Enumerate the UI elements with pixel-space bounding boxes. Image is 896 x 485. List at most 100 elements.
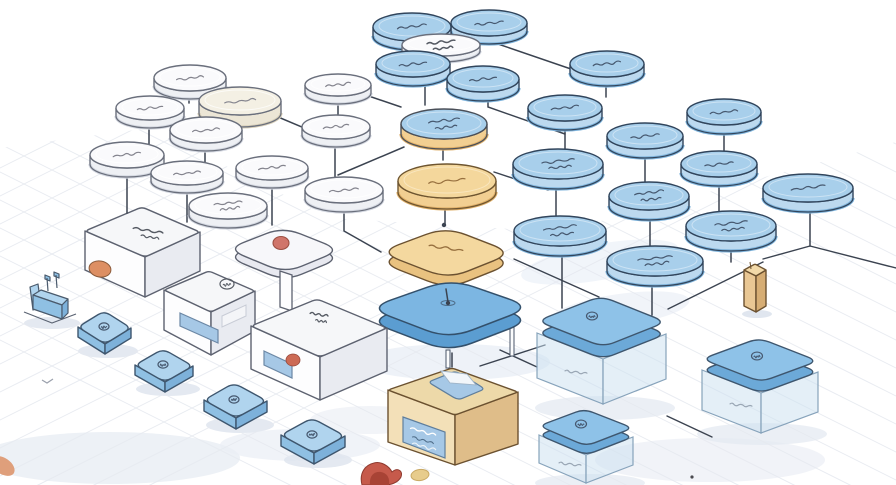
machine-part	[23, 311, 77, 324]
paper-sheet	[440, 370, 478, 386]
label-scribble	[714, 220, 748, 226]
label-scribble	[222, 283, 232, 287]
label-scribble	[100, 325, 108, 330]
connector-line	[762, 245, 811, 260]
disc-white-9	[303, 73, 373, 106]
disc-highlight	[519, 218, 601, 242]
disc-highlight	[518, 151, 598, 175]
disc-highlight	[204, 89, 276, 111]
disc-highlight	[310, 76, 366, 92]
disc-highlight	[768, 176, 848, 198]
white-box-3	[250, 299, 388, 401]
disc-top	[680, 150, 758, 178]
floor-speck	[690, 475, 694, 479]
disc-highlight	[614, 184, 684, 206]
label-scribble	[176, 75, 205, 81]
box-face-right	[755, 269, 767, 313]
label-scribble	[549, 231, 575, 237]
side-slot	[221, 304, 247, 328]
disc-rim-outline	[150, 180, 224, 194]
halfdome-accent	[88, 260, 112, 278]
disc-highlight	[456, 12, 522, 32]
disc-rim-outline	[169, 137, 243, 152]
disc-rim-outline	[569, 72, 645, 87]
disc-white-7	[234, 155, 310, 190]
blue-table	[378, 282, 522, 369]
label-scribble	[709, 109, 739, 115]
cube-1	[77, 312, 132, 355]
disc-blue-8	[605, 122, 685, 160]
box-face-left	[743, 269, 757, 313]
front-screen	[402, 416, 446, 459]
disc-top	[235, 155, 309, 181]
label-scribble	[219, 205, 241, 211]
connector-junction-dot	[445, 300, 451, 306]
label-scribble	[328, 187, 359, 193]
disc-highlight	[307, 117, 365, 135]
disc-top	[527, 94, 603, 122]
disc-top	[450, 9, 528, 37]
disc-blueorange	[399, 108, 489, 151]
disc-highlight	[692, 101, 756, 121]
disc-top	[397, 163, 497, 199]
machine-antenna	[55, 274, 58, 289]
disc-highlight	[612, 125, 678, 145]
label-scribble	[258, 164, 286, 171]
disc-highlight	[378, 15, 446, 37]
lid-top	[542, 409, 630, 445]
disc-rim-outline	[686, 120, 762, 135]
disc-top	[188, 192, 268, 220]
label-scribble	[309, 311, 329, 317]
lid-top	[542, 297, 661, 346]
cube-4	[280, 419, 346, 465]
label-scribble	[474, 20, 504, 26]
connector-line	[513, 258, 600, 298]
small-machine	[23, 271, 77, 324]
tan-stick	[743, 261, 767, 313]
floor-shade-patch	[742, 310, 772, 318]
disc-highlight	[95, 144, 159, 164]
disc-top	[115, 95, 185, 121]
label-scribble	[542, 224, 577, 231]
disc-rim-outline	[235, 175, 309, 189]
icon-scribble	[574, 419, 588, 429]
disc-top	[304, 176, 384, 204]
disc-blue-3	[374, 50, 452, 88]
label-scribble	[469, 76, 497, 82]
disc-white-10	[300, 114, 372, 149]
floor-shade-patch	[595, 438, 825, 482]
disc-highlight	[156, 163, 218, 181]
floor-shade-patch	[697, 423, 827, 445]
disc-rim-outline	[301, 134, 371, 148]
disc-top	[608, 181, 690, 211]
label-scribble	[550, 104, 580, 111]
label-scribble	[428, 244, 464, 252]
label-scribble	[140, 234, 160, 240]
cube-2	[134, 350, 194, 393]
cube-3	[203, 384, 268, 430]
disc-highlight	[175, 119, 237, 139]
disc-highlight	[241, 158, 303, 176]
glass-box-3	[701, 339, 819, 434]
grid-line	[0, 128, 361, 485]
label-scribble	[159, 363, 167, 367]
label-scribble	[411, 442, 437, 451]
disc-rim-outline	[762, 197, 854, 213]
disc-top	[606, 245, 704, 277]
disc-blue-12	[607, 181, 691, 222]
box-face-top	[164, 270, 255, 312]
label-scribble	[136, 105, 164, 111]
floor-shade-patch	[535, 474, 645, 485]
connector-line	[666, 415, 713, 438]
floor-shade-patch	[360, 344, 550, 380]
disc-blue-11	[761, 173, 855, 214]
disc-top	[569, 50, 645, 78]
label-scribble	[322, 123, 350, 130]
disc-highlight	[533, 97, 597, 117]
disc-top	[513, 215, 607, 247]
disc-top	[375, 50, 451, 78]
icon-scribble	[585, 311, 599, 321]
connector-junction-dot	[441, 222, 447, 228]
icon-scribble	[157, 360, 169, 369]
